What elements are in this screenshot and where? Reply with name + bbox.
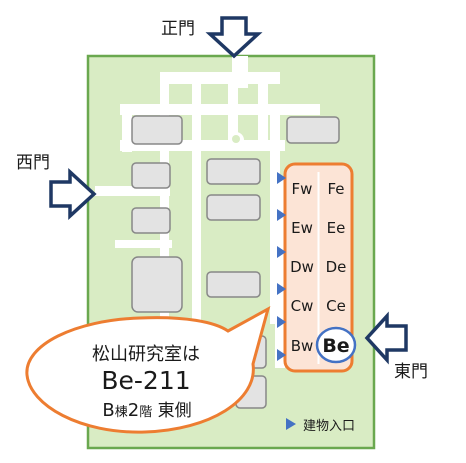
building	[206, 271, 261, 298]
building	[286, 116, 340, 144]
callout-room-id: Be-211	[101, 366, 190, 395]
entrance-icon	[277, 172, 286, 184]
callout-bubble	[25, 305, 271, 434]
building	[206, 194, 261, 221]
building	[131, 207, 171, 234]
building	[131, 115, 183, 145]
building	[131, 162, 171, 189]
wing-label-de: De	[326, 258, 347, 276]
building	[206, 158, 261, 185]
road-network	[95, 56, 320, 424]
east-gate-label: 東門	[394, 362, 428, 382]
main-gate-label: 正門	[161, 19, 195, 39]
wing-label-fe: Fe	[327, 180, 344, 198]
callout-line-3: B棟2階 東側	[102, 400, 191, 421]
east-gate-arrow-icon	[364, 311, 408, 365]
wing-label-ee: Ee	[327, 219, 346, 237]
wing-label-dw: Dw	[290, 258, 314, 276]
building	[131, 256, 183, 313]
legend-entrance-icon	[286, 418, 296, 430]
entrance-icon	[277, 209, 286, 221]
west-gate-arrow-icon	[49, 168, 97, 220]
legend-entrance-label: 建物入口	[303, 419, 355, 434]
entrance-markers	[277, 172, 286, 361]
wing-label-ew: Ew	[291, 219, 313, 237]
wing-label-cw: Cw	[291, 297, 314, 315]
entrance-icon	[277, 283, 286, 295]
wing-label-be: Be	[322, 335, 349, 357]
wing-label-fw: Fw	[292, 180, 313, 198]
entrance-icon	[277, 316, 286, 328]
west-gate-label: 西門	[16, 153, 50, 173]
entrance-icon	[277, 246, 286, 258]
wing-label-bw: Bw	[291, 337, 314, 355]
entrance-icon	[277, 349, 286, 361]
main-gate-arrow-icon	[205, 16, 263, 59]
callout-line-1: 松山研究室は	[92, 344, 200, 365]
target-wing-highlight	[315, 326, 357, 364]
wing-label-ce: Ce	[326, 297, 346, 315]
